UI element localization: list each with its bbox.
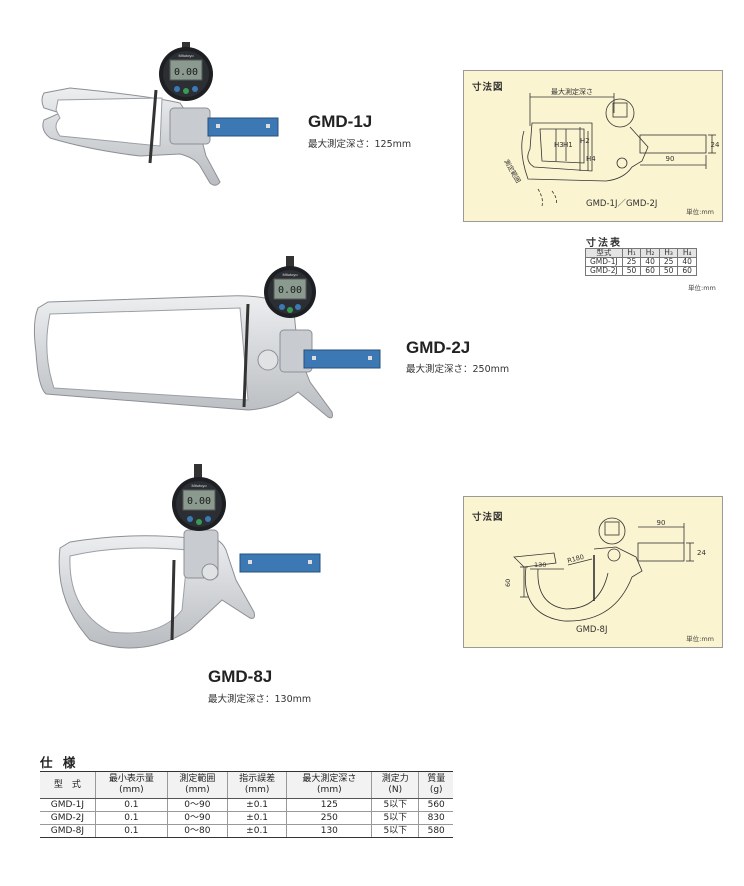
spec-table-cell: 250	[286, 811, 372, 825]
diagram-2-title: 寸法図	[472, 512, 504, 523]
diagram-2-dim-130: 130	[534, 561, 546, 569]
diagram-1-depth-label: 最大測定深さ	[551, 87, 593, 96]
diagram-1-h3-label: H3	[554, 141, 564, 149]
spec-table-cell: ±0.1	[226, 824, 287, 838]
spec-table-header-cell: 測定範囲(mm)	[167, 771, 228, 799]
gmd-1j-model-name: GMD-1J	[308, 112, 373, 131]
gmd-2j-dial-brand: Mitutoyo	[282, 272, 298, 277]
spec-table: 型 式最小表示量(mm)測定範囲(mm)指示誤差(mm)最大測定深さ(mm)測定…	[40, 771, 453, 838]
diagram-1-caption: GMD-1J／GMD-2J	[586, 199, 658, 209]
spec-table-cell: 580	[418, 824, 453, 838]
spec-table-cell: 830	[418, 811, 453, 825]
spec-table-cell: 0～80	[167, 824, 228, 838]
dimension-table-cell: 50	[621, 266, 642, 276]
gmd-2j-model-name: GMD-2J	[406, 338, 471, 357]
spec-table-cell: 0～90	[167, 811, 228, 825]
spec-table-cell: 130	[286, 824, 372, 838]
gmd-2j-max-depth: 最大測定深さ：250mm	[406, 364, 510, 375]
dimension-table-cell: GMD-2J	[585, 266, 623, 276]
spec-table-cell: 0.1	[94, 811, 168, 825]
diagram-2-drawing: 90 24 130 R180 60	[504, 517, 706, 622]
spec-table-cell: ±0.1	[226, 798, 287, 812]
spec-table-cell: 5以下	[371, 811, 419, 825]
diagram-1-unit: 単位:mm	[686, 208, 714, 216]
gmd-2j-product-photo: 0.00 Mitutoyo	[33, 256, 381, 419]
dimension-diagram-8j: 寸法図 90 24 130 R180 60 GMD-8J 単位:mm	[463, 496, 723, 648]
spec-table-cell: GMD-2J	[40, 811, 96, 825]
gmd-1j-dial-readout: 0.00	[174, 67, 198, 78]
dimension-table-title: 寸法表	[586, 238, 622, 249]
spec-table-header: 型 式最小表示量(mm)測定範囲(mm)指示誤差(mm)最大測定深さ(mm)測定…	[40, 771, 453, 799]
spec-table-header-cell: 指示誤差(mm)	[226, 771, 287, 799]
gmd-8j-max-depth: 最大測定深さ：130mm	[208, 694, 312, 705]
gmd-8j-dial-brand: Mitutoyo	[191, 483, 207, 488]
spec-table-cell: ±0.1	[226, 811, 287, 825]
spec-table-cell: 5以下	[371, 824, 419, 838]
diagram-2-dim-24: 24	[697, 549, 706, 557]
spec-table-header-cell: 最大測定深さ(mm)	[286, 771, 372, 799]
dimension-table-cell: 60	[640, 266, 660, 276]
gmd-8j-dial-readout: 0.00	[187, 496, 211, 507]
diagram-1-h4-label: H4	[586, 155, 596, 163]
dimension-table-cell: 50	[658, 266, 679, 276]
spec-table-cell: GMD-8J	[40, 824, 96, 838]
diagram-2-unit: 単位:mm	[686, 635, 714, 643]
spec-table-header-cell: 最小表示量(mm)	[94, 771, 168, 799]
spec-table-cell: GMD-1J	[40, 798, 96, 812]
spec-table-cell: 0.1	[94, 824, 168, 838]
diagram-2-dim-60: 60	[504, 579, 512, 587]
spec-table-cell: 0.1	[94, 798, 168, 812]
spec-table-cell: 5以下	[371, 798, 419, 812]
spec-table-header-cell: 型 式	[40, 771, 96, 799]
diagram-1-dim-24: 24	[711, 141, 720, 149]
diagram-2-caption: GMD-8J	[576, 625, 608, 635]
gmd-2j-dial-readout: 0.00	[278, 285, 302, 296]
diagram-1-title: 寸法図	[472, 82, 504, 93]
spec-table-cell: 560	[418, 798, 453, 812]
diagram-1-range-label: 測定範囲	[502, 158, 523, 185]
gmd-1j-product-photo: 0.00 Mitutoyo	[41, 42, 279, 186]
diagram-1-h1-label: H1	[563, 141, 573, 149]
diagram-1-drawing: 最大測定深さ H3 H1 H2 H4 90 24 測定範囲	[502, 87, 720, 207]
diagram-1-h2-label: H2	[580, 137, 590, 145]
spec-table-cell: 125	[286, 798, 372, 812]
dimension-table-unit: 単位:mm	[688, 284, 716, 292]
diagram-2-dim-90: 90	[657, 519, 666, 527]
gmd-8j-product-photo: 0.00 Mitutoyo	[58, 464, 321, 649]
gmd-1j-max-depth: 最大測定深さ：125mm	[308, 139, 412, 150]
dimension-table-cell: 60	[677, 266, 697, 276]
gmd-1j-dial-brand: Mitutoyo	[178, 53, 194, 58]
gmd-8j-model-name: GMD-8J	[208, 667, 273, 686]
spec-table-header-cell: 質量(g)	[418, 771, 453, 799]
spec-table-cell: 0～90	[167, 798, 228, 812]
dimension-diagram-1j-2j: 寸法図 最大測定深さ H3 H1 H2 H4 90 24 測定範囲 GMD-1J…	[463, 70, 723, 222]
diagram-1-dim-90: 90	[666, 155, 675, 163]
spec-table-header-cell: 測定力(N)	[371, 771, 419, 799]
spec-title: 仕 様	[40, 755, 79, 770]
